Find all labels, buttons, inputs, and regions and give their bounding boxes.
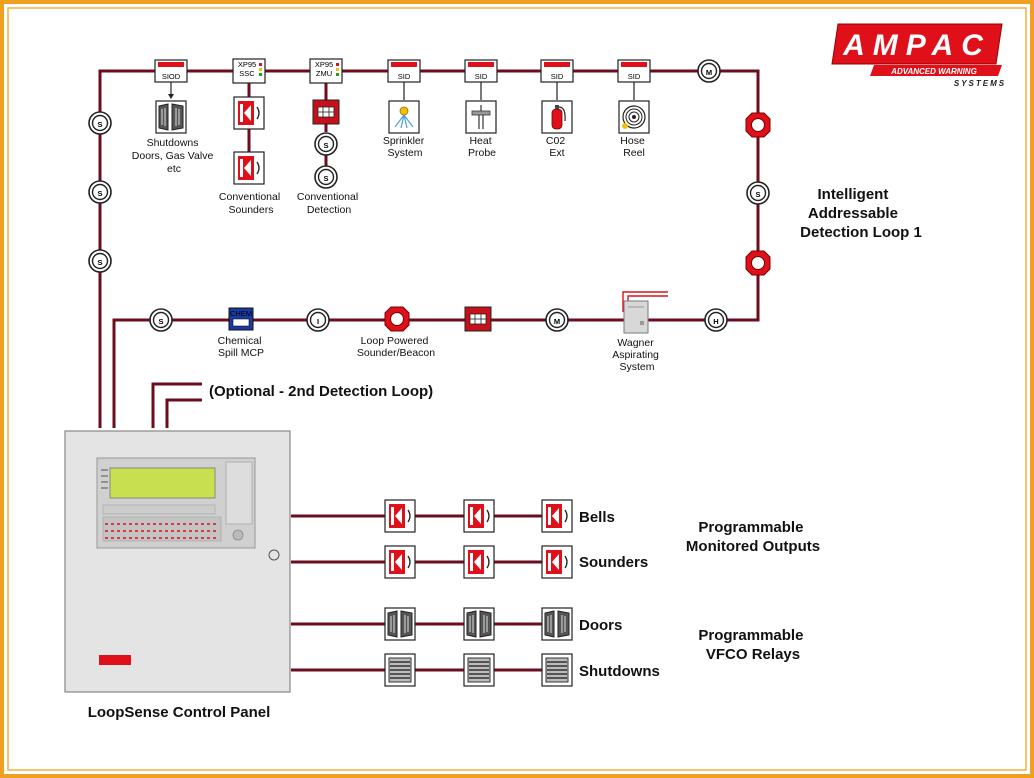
svg-text:SSC: SSC [239, 69, 255, 78]
svg-text:CHEM: CHEM [230, 309, 252, 318]
ampac-logo: AMPAC ADVANCED WARNING SYSTEMS [831, 23, 1006, 88]
panel-led-rows [102, 504, 222, 542]
heat-detector: H [704, 308, 728, 332]
panel-key-lock [268, 549, 280, 561]
smoke-detector-left-3: S [88, 249, 112, 273]
logo-tagline-1: ADVANCED WARNING [890, 67, 977, 76]
sprinkler-label: Sprinkler System [383, 135, 427, 159]
chemical-spill-mcp: CHEM [228, 307, 254, 331]
svg-text:S: S [323, 141, 328, 150]
siod-module: SIOD [154, 59, 188, 83]
panel-lcd [109, 467, 216, 499]
doors-outputs [384, 607, 573, 641]
panel-keypad [225, 461, 253, 541]
vfco-relays-title: Programmable VFCO Relays [698, 627, 807, 663]
svg-text:XP95: XP95 [238, 60, 256, 69]
sounder-beacon-label: Loop Powered Sounder/Beacon [357, 335, 435, 359]
shutdowns-label: Shutdowns Doors, Gas Valve etc [132, 137, 216, 175]
svg-text:ZMU: ZMU [316, 69, 332, 78]
co2-label: C02 Ext [546, 135, 568, 159]
wagner-label: Wagner Aspirating System [612, 337, 662, 373]
sounders-outputs [384, 545, 573, 579]
chemical-spill-label: Chemical Spill MCP [218, 335, 265, 359]
svg-text:M: M [706, 68, 712, 77]
svg-text:SID: SID [551, 72, 564, 81]
zmu-module: XP95 ZMU [309, 58, 343, 84]
hose-reel-icon [618, 100, 650, 134]
conventional-sounders-label: Conventional Sounders [219, 191, 283, 216]
loop-title: Intelligent Addressable Detection Loop 1 [800, 186, 922, 241]
module-m-top: M [697, 59, 721, 83]
smoke-detector-left-1: S [88, 111, 112, 135]
panel-badge [99, 655, 131, 665]
conventional-sounder-1 [233, 96, 265, 130]
inner-frame [7, 7, 1027, 771]
shutdowns-doors-icon [155, 100, 187, 134]
sid-module-heat: SID [464, 59, 498, 83]
control-panel [64, 430, 291, 693]
loop-powered-sounder-beacon [384, 306, 410, 332]
conventional-detection-label: Conventional Detection [297, 191, 361, 216]
output-label-doors: Doors [579, 617, 622, 634]
svg-text:I: I [317, 317, 319, 326]
zmu-call-point [312, 99, 340, 125]
ssc-module: XP95 SSC [232, 58, 266, 84]
siod-tag: SIOD [162, 72, 181, 81]
conventional-smoke-detector-2: S [314, 165, 338, 189]
svg-text:M: M [554, 317, 560, 326]
heat-probe-label: Heat Probe [468, 135, 496, 159]
module-m-bottom: M [545, 308, 569, 332]
svg-text:S: S [97, 189, 102, 198]
panel-label: LoopSense Control Panel [88, 704, 271, 721]
svg-text:S: S [323, 174, 328, 183]
heat-probe-icon [465, 100, 497, 134]
svg-text:S: S [158, 317, 163, 326]
shutdowns-outputs [384, 653, 573, 687]
manual-call-point [464, 306, 492, 332]
co2-extinguisher-icon [541, 100, 573, 134]
smoke-detector-right: S [746, 181, 770, 205]
sid-module-co2: SID [540, 59, 574, 83]
sounder-beacon-right-2 [745, 250, 771, 276]
svg-text:SID: SID [475, 72, 488, 81]
svg-text:XP95: XP95 [315, 60, 333, 69]
sprinkler-icon [388, 100, 420, 134]
wagner-aspirating-unit [623, 300, 649, 334]
optional-loop-label: (Optional - 2nd Detection Loop) [209, 383, 433, 400]
monitored-outputs-title: Programmable Monitored Outputs [686, 519, 820, 555]
output-label-sounders: Sounders [579, 554, 648, 571]
svg-text:S: S [755, 190, 760, 199]
sid-module-sprinkler: SID [387, 59, 421, 83]
smoke-detector-left-2: S [88, 180, 112, 204]
conventional-smoke-detector-1: S [314, 132, 338, 156]
conventional-sounder-2 [233, 151, 265, 185]
output-label-bells: Bells [579, 509, 615, 526]
ionisation-detector: I [306, 308, 330, 332]
bells-outputs [384, 499, 573, 533]
svg-text:SID: SID [398, 72, 411, 81]
svg-text:S: S [97, 120, 102, 129]
svg-text:H: H [713, 317, 718, 326]
hose-reel-label: Hose Reel [620, 135, 647, 159]
output-label-shutdowns: Shutdowns [579, 663, 660, 680]
logo-tagline-2: SYSTEMS [954, 79, 1006, 88]
sounder-beacon-right-1 [745, 112, 771, 138]
sid-module-hose: SID [617, 59, 651, 83]
logo-text: AMPAC [842, 29, 991, 62]
svg-text:S: S [97, 258, 102, 267]
smoke-detector-bottom: S [149, 308, 173, 332]
svg-text:SID: SID [628, 72, 641, 81]
